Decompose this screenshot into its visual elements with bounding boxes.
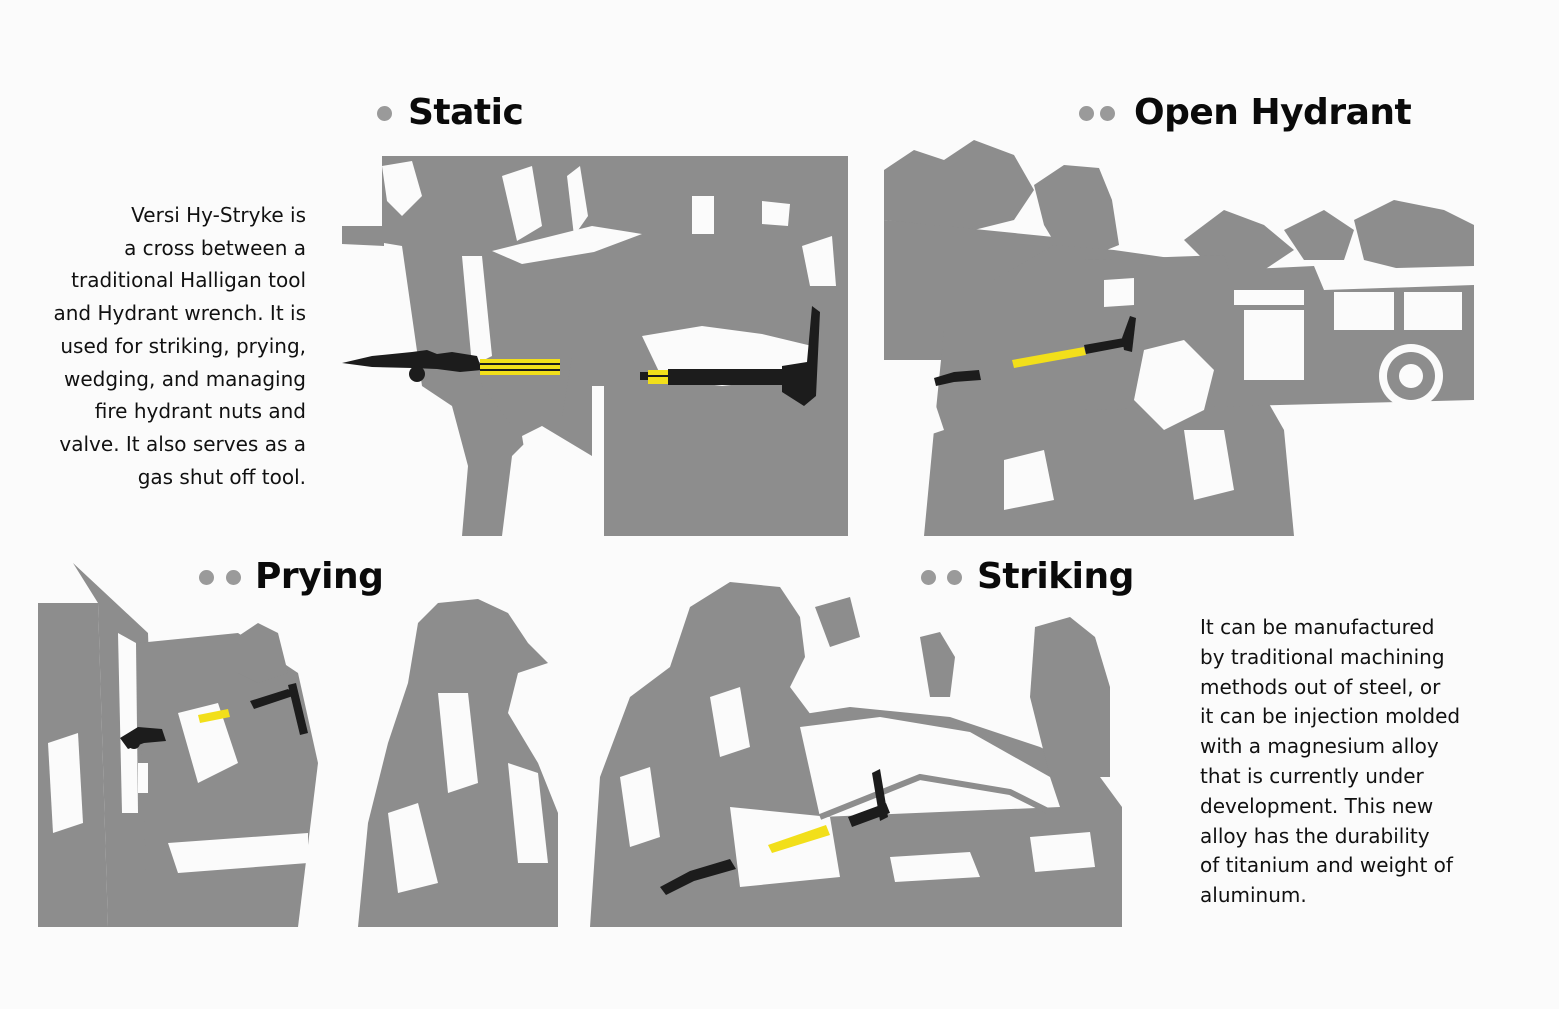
text-line: of titanium and weight of [1200, 853, 1453, 878]
open-hydrant-heading: Open Hydrant [1079, 92, 1419, 140]
static-photo [342, 156, 848, 536]
prying-heading: Prying [199, 556, 419, 604]
text-line: used for striking, prying, [60, 333, 306, 358]
bullet-dot-icon [947, 570, 962, 585]
text-line: gas shut off tool. [137, 464, 306, 489]
text-line: that is currently under [1200, 763, 1424, 788]
halligan-hydrant-tool-icon [660, 769, 890, 895]
static-title: Static [408, 92, 524, 133]
text-line: traditional Halligan tool [71, 268, 306, 293]
halligan-hydrant-tool-icon [342, 306, 820, 406]
bullet-dot-icon [226, 570, 241, 585]
intro-description: Versi Hy-Stryke is a cross between a tra… [20, 199, 307, 493]
open-hydrant-photo: INTER GROVE ACIRES [884, 130, 1474, 536]
truck-label: INTER GROVE ACIRES [1366, 266, 1474, 279]
bullet-dot-icon [1079, 106, 1094, 121]
bullet-dot-icon [377, 106, 392, 121]
text-line: Versi Hy-Stryke is [131, 203, 306, 227]
text-line: alloy has the durability [1200, 823, 1430, 848]
prying-photo [38, 563, 558, 927]
halligan-hydrant-tool-icon [934, 316, 1136, 386]
static-heading: Static [377, 92, 577, 140]
striking-title: Striking [977, 556, 1134, 597]
manufacturing-description: It can be manufactured by traditional ma… [1200, 613, 1500, 911]
text-line: and Hydrant wrench. It is [53, 301, 307, 326]
text-line: by traditional machining [1200, 644, 1445, 669]
text-line: valve. It also serves as a [59, 431, 306, 456]
prying-title: Prying [255, 556, 384, 597]
text-line: wedging, and managing [64, 366, 306, 391]
text-line: It can be manufactured [1200, 615, 1435, 639]
text-line: it can be injection molded [1200, 704, 1461, 729]
striking-heading: Striking [921, 556, 1161, 604]
text-line: methods out of steel, or [1200, 674, 1441, 699]
text-line: with a magnesium alloy [1200, 734, 1439, 759]
halligan-hydrant-tool-icon [120, 683, 308, 749]
text-line: aluminum. [1200, 883, 1307, 908]
text-line: fire hydrant nuts and [94, 399, 306, 424]
open-hydrant-title: Open Hydrant [1134, 92, 1412, 133]
text-line: a cross between a [124, 235, 306, 260]
bullet-dot-icon [199, 570, 214, 585]
bullet-dot-icon [921, 570, 936, 585]
text-line: development. This new [1200, 793, 1434, 818]
striking-photo [590, 577, 1122, 927]
bullet-dot-icon [1100, 106, 1115, 121]
